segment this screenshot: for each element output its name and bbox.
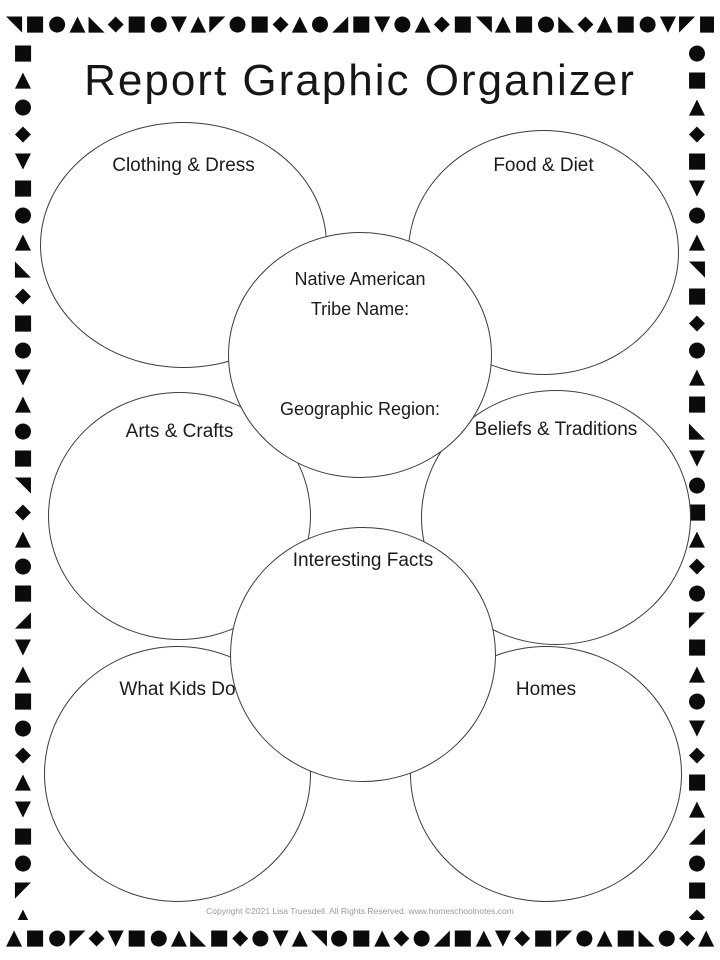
bubble-interesting-facts: Interesting Facts [230,527,496,782]
bubble-label: Interesting Facts [292,550,434,571]
border-pattern-top: ◥■●▲◣◆■●▼▲◤●■◆▲●◢■▼●▲◆■◥▲■●◣◆▲■●▼◤■▲●◆■▼… [6,11,714,35]
geographic-region-label: Geographic Region: [279,399,441,419]
bubble-label: Arts & Crafts [125,421,234,442]
bubble-label: Food & Diet [493,155,594,176]
tribe-name-label: Tribe Name: [310,299,410,319]
page-title: Report Graphic Organizer [84,56,636,105]
border-pattern-bottom: ▲■●◤◆▼■●▲◣■◆●▼▲◥●■▲◆●◢■▲▼◆■◤●▲■◣●◆▲■▼●◥■… [6,925,714,949]
border-pattern-left: ■▲●◆▼■●▲◣◆■●▼▲●■◥◆▲●■◢▼▲■●◆▲▼■●◤▲◆■●▼▲■◣… [11,40,35,920]
bubble-label: Beliefs & Traditions [474,419,638,440]
bubble-tribe-center: Native American Tribe Name: Geographic R… [228,232,492,478]
bubble-label: What Kids Do [119,679,236,700]
bubble-label: Clothing & Dress [112,155,255,176]
border-pattern-right: ●■▲◆■▼●▲◥■◆●▲■◣▼●■▲◆●◤■▲●▼◆■▲◢●■◆▲●▼■◥▲●… [685,40,709,920]
bubble-label: Homes [515,679,577,700]
tribe-heading: Native American [294,269,426,289]
footer-copyright: Copyright ©2021 Lisa Truesdell. All Righ… [206,906,514,916]
bubble-clothing-dress: Clothing & Dress [40,122,327,368]
